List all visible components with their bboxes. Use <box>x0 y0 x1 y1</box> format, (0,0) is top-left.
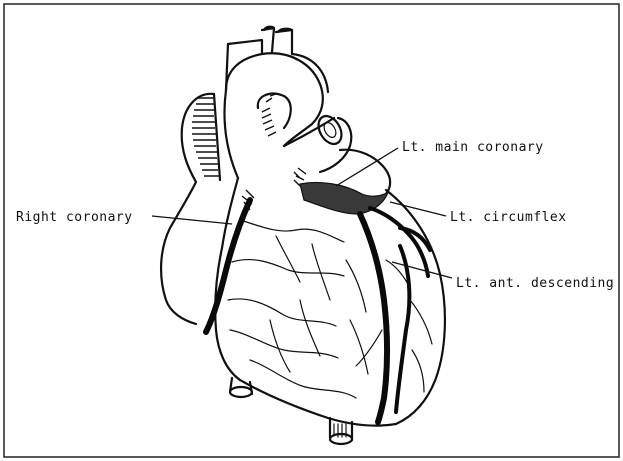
figure-border <box>4 4 619 457</box>
heart-illustration <box>161 27 445 444</box>
leader-lt-circumflex <box>390 202 446 216</box>
vessel-hatching <box>192 94 306 210</box>
label-lt-circumflex: Lt. circumflex <box>450 210 567 225</box>
label-lt-ant-descending: Lt. ant. descending <box>456 276 614 291</box>
label-right-coronary: Right coronary <box>16 210 133 225</box>
label-lt-main-coronary: Lt. main coronary <box>402 140 544 155</box>
leader-lt-ant-descending <box>392 262 452 278</box>
lt-ant-descending-vessel <box>360 214 387 422</box>
leader-right-coronary <box>152 216 232 224</box>
